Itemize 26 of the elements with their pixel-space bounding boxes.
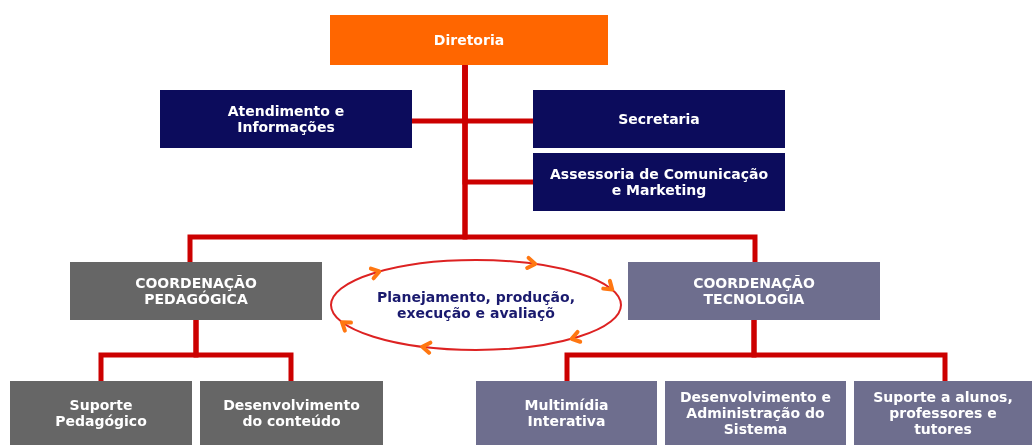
org-box — [533, 153, 785, 211]
org-box — [330, 15, 608, 65]
org-box — [628, 262, 880, 320]
box-label: Suporte a alunos, professores e tutores — [872, 388, 1014, 438]
box-label: COORDENAÇÃO PEDAGÓGICA — [134, 274, 258, 308]
connector-line — [462, 65, 758, 262]
box-label: Planejamento, produção, execução e avaliaçõ — [376, 288, 576, 322]
box-label: Secretaria — [618, 110, 700, 128]
box-label: Desenvolvimento do conteúdo — [222, 396, 361, 430]
org-box — [10, 381, 192, 445]
org-box — [854, 381, 1032, 445]
box-label: COORDENAÇÃO TECNOLOGIA — [692, 274, 816, 308]
box-label: Atendimento e Informações — [226, 102, 346, 136]
org-box — [200, 381, 383, 445]
box-label: Diretoria — [433, 31, 505, 49]
org-box — [533, 90, 785, 148]
org-box — [665, 381, 846, 445]
org-box — [160, 90, 412, 148]
box-label: Multimídia Interativa — [523, 396, 610, 430]
connector-line — [193, 320, 294, 381]
org-box — [70, 262, 322, 320]
box-label: Assessoria de Comunicação e Marketing — [549, 165, 769, 199]
org-box — [476, 381, 657, 445]
connector-line — [751, 320, 948, 381]
box-label: Suporte Pedagógico — [54, 396, 148, 430]
box-label: Desenvolvimento e Administração do Sistema — [678, 388, 833, 438]
